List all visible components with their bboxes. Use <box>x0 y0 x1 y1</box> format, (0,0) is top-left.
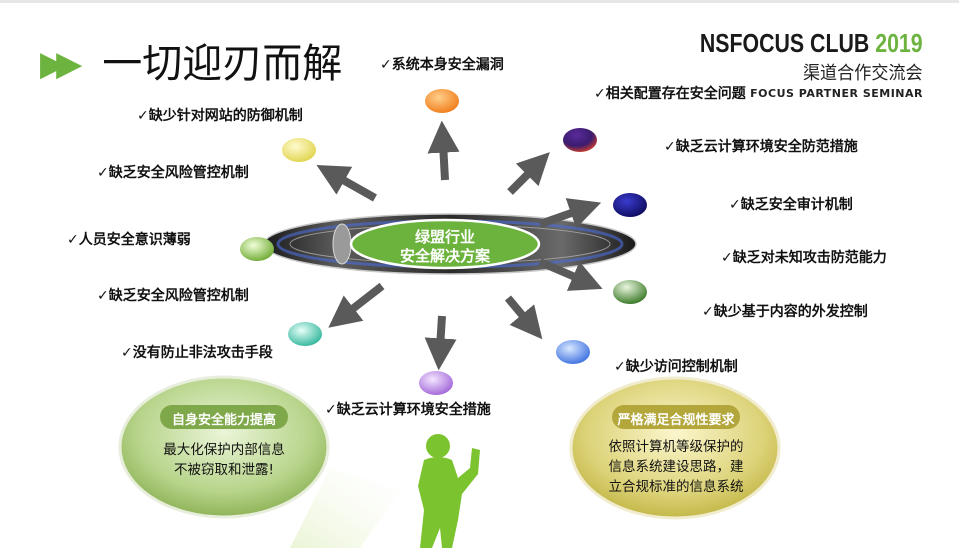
arrow-up-left <box>316 164 377 202</box>
item-label: ✓缺少针对网站的防御机制 <box>137 108 303 124</box>
brand-en-subtitle: FOCUS PARTNER SEMINAR <box>750 87 923 100</box>
brand-year: 2019 <box>875 28 923 58</box>
right-bubble-body: 依照计算机等级保护的 信息系统建设思路，建 立合规标准的信息系统 <box>586 437 766 497</box>
brand-name: NSFOCUS CLUB 2019 <box>700 28 923 59</box>
brand-main-text: NSFOCUS CLUB <box>700 28 870 58</box>
item-label: ✓缺乏云计算环境安全措施 <box>325 402 491 418</box>
left-bubble-line: 最大化保护内部信息 <box>163 442 285 458</box>
arrow-down <box>424 315 457 371</box>
arrow-down-left <box>328 282 385 328</box>
center-disc <box>263 213 637 275</box>
left-bubble-title: 自身安全能力提高 <box>171 413 276 428</box>
node-ellipse-yellow <box>282 138 316 162</box>
node-ellipse-green <box>613 280 647 304</box>
right-bubble-line: 立合规标准的信息系统 <box>608 479 744 495</box>
item-label: ✓缺乏云计算环境安全防范措施 <box>664 139 858 155</box>
item-label: ✓没有防止非法攻击手段 <box>121 345 273 361</box>
node-ellipse-blue <box>556 340 590 364</box>
node-ellipse-orange <box>425 89 459 113</box>
light-beam <box>290 468 400 548</box>
right-bubble-title: 严格满足合规性要求 <box>617 413 735 428</box>
right-bubble-line: 依照计算机等级保护的 <box>608 439 744 455</box>
item-label: ✓缺乏对未知攻击防范能力 <box>721 250 887 266</box>
center-label-line1: 绿盟行业 <box>414 228 475 246</box>
left-bubble-line: 不被窃取和泄露! <box>174 462 274 478</box>
arrow-down-right <box>504 295 543 340</box>
arrows <box>316 120 603 371</box>
item-label: ✓缺少访问控制机制 <box>614 359 738 375</box>
arrow-right-upper <box>538 198 602 229</box>
item-label: ✓相关配置存在安全问题 <box>594 86 746 102</box>
right-bubble-line: 信息系统建设思路，建 <box>608 459 744 475</box>
center-label-line2: 安全解决方案 <box>399 247 490 265</box>
node-ellipse-lime <box>240 237 274 261</box>
item-label: ✓系统本身安全漏洞 <box>380 57 504 73</box>
left-bubble-body: 最大化保护内部信息 不被窃取和泄露! <box>130 440 318 480</box>
item-label: ✓缺乏安全风险管控机制 <box>97 165 249 181</box>
brand-cn-subtitle: 渠道合作交流会 <box>803 63 923 84</box>
brand-logo: NSFOCUS CLUB 2019 渠道合作交流会 FOCUS PARTNER … <box>651 28 923 100</box>
arrow-up <box>427 120 460 181</box>
person-thumbs-up-icon <box>418 434 480 548</box>
arrow-up-right <box>507 152 550 195</box>
right-bubble <box>569 376 781 520</box>
node-ellipse-violet <box>419 371 453 395</box>
page-title: 一切迎刃而解 <box>102 41 343 87</box>
arrow-right-lower <box>538 258 603 291</box>
slide-title: ▶▶ 一切迎刃而解 <box>40 40 342 88</box>
center-label: 绿盟行业 安全解决方案 <box>360 228 530 266</box>
item-label: ✓缺少基于内容的外发控制 <box>702 304 868 320</box>
node-ellipse-navy <box>613 193 647 217</box>
left-bubble <box>118 375 330 519</box>
item-label: ✓缺乏安全风险管控机制 <box>97 288 249 304</box>
item-label: ✓缺乏安全审计机制 <box>729 197 853 213</box>
node-ellipse-purple-red <box>563 128 597 152</box>
item-label: ✓人员安全意识薄弱 <box>67 232 191 248</box>
top-divider <box>0 0 959 3</box>
node-ellipse-teal <box>288 322 322 346</box>
